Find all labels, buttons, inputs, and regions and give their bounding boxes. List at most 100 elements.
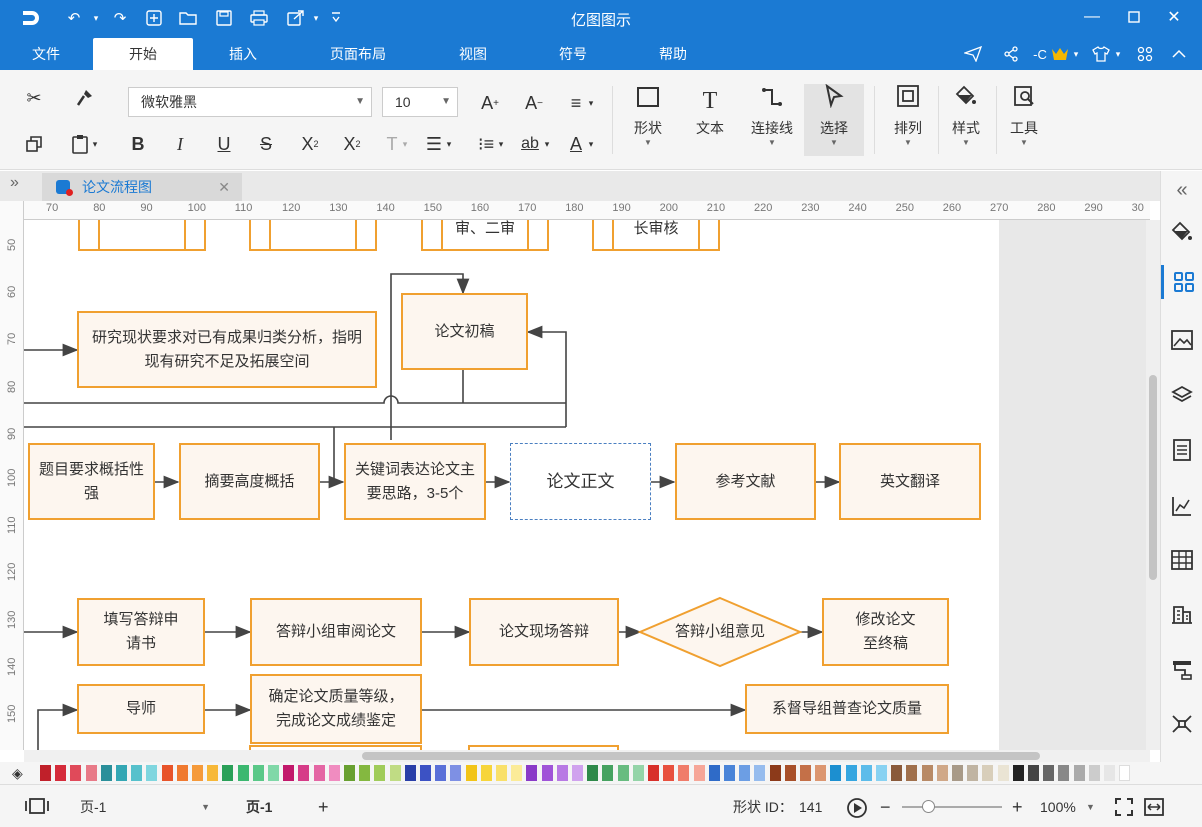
text-direction-dropdown-icon[interactable]: ▾: [402, 138, 408, 149]
paste-icon[interactable]: [66, 130, 94, 158]
color-swatch[interactable]: [845, 765, 857, 781]
font-color-dropdown-icon[interactable]: ▾: [588, 138, 594, 149]
share-icon[interactable]: [1000, 43, 1022, 65]
color-swatch[interactable]: [222, 765, 234, 781]
color-swatch[interactable]: [526, 765, 538, 781]
decision-diamond[interactable]: [637, 596, 803, 668]
collapse-panel-icon[interactable]: «: [1176, 178, 1188, 201]
color-swatch[interactable]: [252, 765, 264, 781]
line-spacing-dropdown-icon[interactable]: ▾: [446, 138, 452, 149]
color-swatch[interactable]: [404, 765, 416, 781]
color-swatch[interactable]: [435, 765, 447, 781]
color-swatch[interactable]: [967, 765, 979, 781]
zoom-level[interactable]: 100%: [1040, 799, 1076, 815]
color-swatch[interactable]: [1058, 765, 1070, 781]
format-painter-icon[interactable]: [70, 84, 98, 112]
user-dropdown-icon[interactable]: ▾: [1073, 48, 1079, 59]
layers-icon[interactable]: [1165, 379, 1199, 413]
color-swatch[interactable]: [480, 765, 492, 781]
mind-map-icon[interactable]: [1165, 707, 1199, 741]
node-english-translation[interactable]: 英文翻译: [839, 443, 981, 520]
highlight-dropdown-icon[interactable]: ▾: [544, 138, 550, 149]
shape-tool-button[interactable]: 形状 ▼: [618, 84, 678, 156]
highlight-icon[interactable]: ab: [521, 135, 539, 152]
maximize-button[interactable]: [1120, 4, 1148, 30]
color-swatch[interactable]: [1012, 765, 1024, 781]
color-swatch[interactable]: [982, 765, 994, 781]
color-swatch[interactable]: [374, 765, 386, 781]
node-onsite-defense[interactable]: 论文现场答辩: [469, 598, 619, 666]
color-swatch[interactable]: [131, 765, 143, 781]
color-swatch[interactable]: [906, 765, 918, 781]
paste-dropdown-icon[interactable]: ▾: [92, 138, 98, 149]
color-swatch[interactable]: [541, 765, 553, 781]
underline-icon[interactable]: U: [217, 133, 231, 154]
color-swatch[interactable]: [298, 765, 310, 781]
color-swatch[interactable]: [769, 765, 781, 781]
menu-tab-view[interactable]: 视图: [459, 46, 487, 62]
theme-shirt-icon[interactable]: [1090, 43, 1112, 65]
color-swatch[interactable]: [496, 765, 507, 781]
menu-tab-insert[interactable]: 插入: [229, 46, 257, 62]
fill-color-icon[interactable]: ◈: [12, 765, 23, 781]
organization-icon[interactable]: [1165, 653, 1199, 687]
font-family-select[interactable]: 微软雅黑 ▼: [128, 87, 372, 117]
line-spacing-icon[interactable]: ☰: [425, 133, 443, 154]
color-swatch[interactable]: [648, 765, 659, 781]
color-swatch[interactable]: [465, 765, 477, 781]
color-swatch[interactable]: [587, 765, 599, 781]
vip-crown-icon[interactable]: [1050, 43, 1070, 65]
export-icon[interactable]: [284, 6, 308, 30]
italic-icon[interactable]: I: [177, 133, 183, 154]
color-swatch[interactable]: [1028, 765, 1039, 781]
document-tab[interactable]: 论文流程图 ✕: [42, 173, 242, 201]
zoom-slider[interactable]: [902, 797, 1004, 817]
color-swatch[interactable]: [830, 765, 842, 781]
color-swatch[interactable]: [328, 765, 340, 781]
menu-tab-page-layout[interactable]: 页面布局: [330, 46, 386, 62]
color-swatch[interactable]: [40, 765, 51, 781]
font-size-select[interactable]: 10 ▼: [382, 87, 458, 117]
color-swatch[interactable]: [450, 765, 462, 781]
horizontal-scrollbar[interactable]: [24, 750, 1150, 762]
apps-grid-icon[interactable]: [1134, 43, 1156, 65]
text-direction-icon[interactable]: T: [386, 133, 398, 154]
save-icon[interactable]: [212, 6, 236, 30]
new-icon[interactable]: [142, 6, 166, 30]
node-group-opinion[interactable]: 答辩小组意见: [674, 623, 765, 640]
color-swatch[interactable]: [693, 765, 705, 781]
color-swatch[interactable]: [1119, 765, 1131, 781]
customize-quick-access-icon[interactable]: [324, 6, 348, 30]
zoom-slider-handle[interactable]: [922, 800, 935, 813]
style-button[interactable]: 样式 ▼: [936, 84, 996, 156]
chart-data-icon[interactable]: [1165, 489, 1199, 523]
color-swatch[interactable]: [1073, 765, 1085, 781]
strikethrough-icon[interactable]: S: [259, 133, 272, 154]
node-advisor[interactable]: 导师: [77, 684, 205, 734]
color-swatch[interactable]: [389, 765, 401, 781]
color-swatch[interactable]: [556, 765, 568, 781]
node-references[interactable]: 参考文献: [675, 443, 816, 520]
color-swatch[interactable]: [161, 765, 173, 781]
color-swatch[interactable]: [921, 765, 933, 781]
color-swatch[interactable]: [283, 765, 295, 781]
color-swatch[interactable]: [511, 765, 523, 781]
zoom-dropdown-icon[interactable]: ▼: [1086, 802, 1095, 812]
color-swatch[interactable]: [800, 765, 811, 781]
color-swatch[interactable]: [784, 765, 796, 781]
send-icon[interactable]: [962, 43, 984, 65]
color-swatch[interactable]: [176, 765, 188, 781]
scrollbar-thumb[interactable]: [1149, 375, 1157, 580]
menu-tab-home[interactable]: 开始: [93, 38, 193, 70]
color-swatch[interactable]: [344, 765, 355, 781]
page-view-icon[interactable]: [24, 797, 50, 817]
color-swatch[interactable]: [237, 765, 249, 781]
scrollbar-thumb[interactable]: [362, 752, 1040, 760]
color-swatch[interactable]: [207, 765, 219, 781]
copy-icon[interactable]: [20, 130, 48, 158]
app-logo-icon[interactable]: [18, 6, 42, 30]
theme-dropdown-icon[interactable]: ▾: [1115, 48, 1121, 59]
collapse-ribbon-icon[interactable]: [1168, 43, 1190, 65]
node-quality-assessment[interactable]: 确定论文质量等级，完成论文成绩鉴定: [250, 674, 422, 744]
